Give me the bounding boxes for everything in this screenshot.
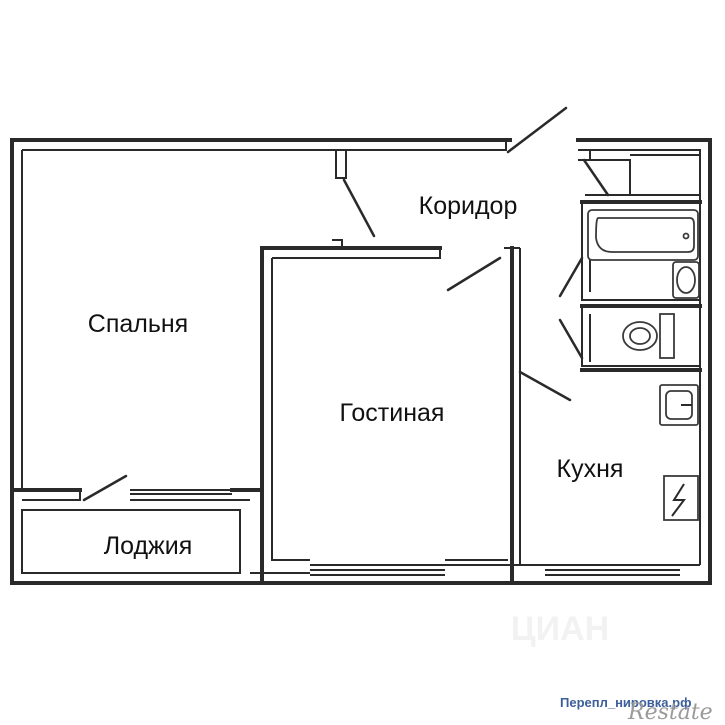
credit-brand: Restate — [627, 700, 713, 725]
doors — [82, 106, 610, 502]
corridor-walls — [335, 150, 347, 179]
room-label-living-room: Гостиная — [340, 399, 445, 427]
room-label-corridor: Коридор — [419, 192, 518, 220]
bath-door-icon — [558, 256, 584, 298]
bathtub-icon — [587, 209, 699, 261]
stove-icon — [663, 475, 699, 521]
room-label-kitchen: Кухня — [557, 455, 624, 483]
watermark: ЦИАН — [511, 610, 609, 648]
washbasin-icon — [672, 261, 700, 299]
kitchen-window — [545, 564, 680, 576]
bedroom-walls — [10, 488, 264, 574]
room-label-loggia: Лоджия — [104, 532, 193, 560]
living-room-walls — [260, 239, 521, 585]
room-label-bedroom: Спальня — [88, 310, 188, 338]
closet-door-icon — [582, 158, 610, 197]
credit-site: Перепл_нировка.рф — [560, 695, 691, 710]
loggia-door-icon — [82, 474, 128, 502]
toilet-icon — [622, 313, 675, 359]
outer-walls — [10, 138, 712, 585]
wc-door-icon — [558, 318, 584, 360]
bedroom-door-icon — [342, 178, 376, 238]
entrance-door-icon — [506, 106, 568, 154]
kitchen-door-icon — [518, 370, 572, 402]
living-door-icon — [446, 256, 502, 292]
kitchen-sink-icon — [659, 384, 699, 426]
